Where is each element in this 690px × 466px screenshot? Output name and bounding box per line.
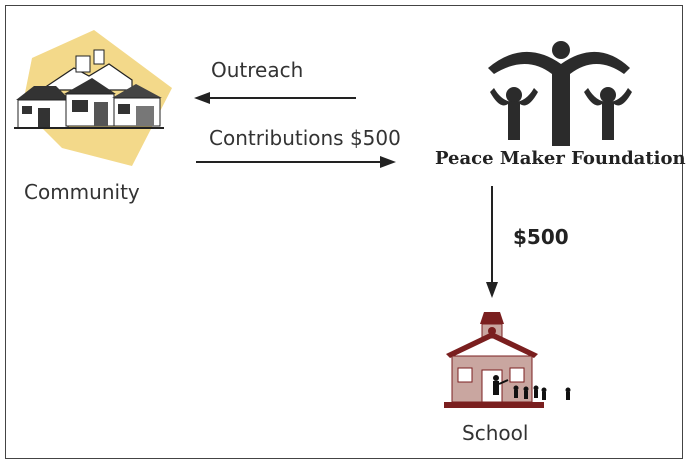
community-label: Community: [24, 180, 140, 204]
funding-arrow: [486, 186, 498, 298]
foundation-name: Peace Maker Foundation: [435, 148, 686, 169]
contributions-arrow: [196, 156, 396, 168]
funding-amount-label: $500: [513, 225, 569, 249]
outreach-label: Outreach: [211, 58, 304, 82]
peace-maker-logo-icon: [488, 41, 632, 146]
community-houses-icon: [14, 30, 172, 166]
contributions-label: Contributions $500: [209, 126, 401, 150]
school-label: School: [462, 421, 529, 445]
schoolhouse-icon: [444, 312, 571, 408]
outreach-arrow: [194, 92, 356, 104]
